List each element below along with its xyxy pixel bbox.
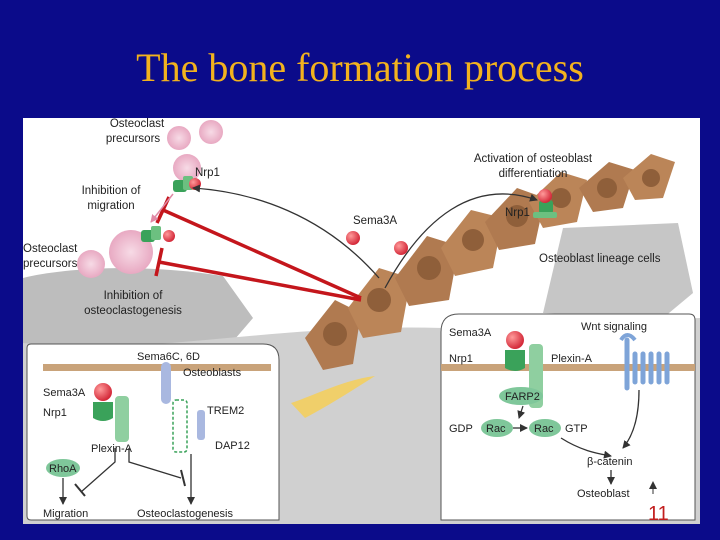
wnt-to-beta-catenin-arrow bbox=[622, 389, 640, 449]
activation-arc-right bbox=[384, 193, 538, 289]
inhibition-of-osteoclastogenesis-arrow bbox=[154, 247, 362, 302]
nrp1-right-inset bbox=[505, 350, 525, 371]
osteoblast-lineage-cells bbox=[305, 154, 675, 370]
rhoa-protein bbox=[46, 459, 80, 477]
bone-matrix-left bbox=[23, 268, 253, 353]
label-dap12: DAP12 bbox=[215, 440, 250, 452]
plexin-inhibits-rhoa-bar bbox=[74, 483, 86, 497]
migration-arrow bbox=[150, 193, 174, 223]
label-nrp1-left: Nrp1 bbox=[43, 407, 67, 419]
dap12-adaptor bbox=[197, 410, 205, 440]
label-wnt-signaling: Wnt signaling bbox=[581, 321, 647, 333]
rac-to-beta-catenin-arrow bbox=[560, 437, 612, 459]
label-gdp: GDP bbox=[449, 423, 473, 435]
farp2-protein bbox=[499, 387, 543, 405]
label-osteoclastogenesis: Osteoclastogenesis bbox=[137, 508, 233, 520]
right-membrane bbox=[441, 364, 695, 371]
label-beta-catenin: β-catenin bbox=[587, 456, 632, 468]
nrp1-receptor-right bbox=[533, 189, 557, 218]
label-sema3a-main: Sema3A bbox=[353, 215, 397, 227]
label-nrp1-right-inset: Nrp1 bbox=[449, 353, 473, 365]
nrp1-left-inset bbox=[93, 402, 113, 421]
label-sema6c-6d: Sema6C, 6D bbox=[137, 351, 200, 363]
label-sema3a-left: Sema3A bbox=[43, 387, 86, 399]
label-rhoa: RhoA bbox=[49, 463, 77, 475]
rac-gdp bbox=[481, 419, 513, 437]
sema3a-ligand-1 bbox=[346, 231, 360, 245]
label-plexin-a-right: Plexin-A bbox=[551, 353, 593, 365]
left-membrane bbox=[43, 364, 271, 371]
label-farp2: FARP2 bbox=[505, 391, 540, 403]
label-trem2: TREM2 bbox=[207, 405, 244, 417]
wnt-ligand bbox=[619, 333, 637, 342]
plexin-inhibits-trem2-bar bbox=[180, 469, 186, 487]
nrp1-receptor-left bbox=[141, 226, 175, 242]
sema3a-ligand-2 bbox=[394, 241, 408, 255]
page-number: 11 bbox=[648, 503, 669, 525]
wnt-frizzled-receptor bbox=[624, 337, 670, 391]
osteoclast-precursor-cells-left bbox=[77, 230, 153, 278]
slide-title: The bone formation process bbox=[136, 45, 584, 90]
plexin-a-left-inset bbox=[115, 396, 129, 442]
sema3a-left-inset bbox=[94, 383, 112, 401]
plexin-inhibits-rhoa-line bbox=[80, 448, 116, 493]
label-migration: Migration bbox=[43, 508, 88, 520]
plexin-inhibits-trem2-line bbox=[128, 448, 182, 479]
label-osteoblasts: Osteoblasts bbox=[183, 367, 242, 379]
label-nrp1-top: Nrp1 bbox=[195, 167, 220, 179]
osteoclast-precursor-cells-top bbox=[167, 120, 223, 182]
label-gtp: GTP bbox=[565, 423, 588, 435]
label-rac-left: Rac bbox=[486, 423, 506, 435]
sema6-ligand bbox=[161, 362, 171, 404]
trem2-receptor bbox=[172, 399, 188, 453]
bone-crack-decoration bbox=[291, 376, 375, 418]
rac-gtp bbox=[529, 419, 561, 437]
bone-matrix-right bbox=[543, 223, 693, 318]
label-osteoblast: Osteoblast bbox=[577, 488, 630, 500]
sema3a-right-inset bbox=[506, 331, 524, 349]
activation-arc-left bbox=[192, 184, 380, 279]
label-rac-right: Rac bbox=[534, 423, 554, 435]
nrp1-receptor-top bbox=[173, 176, 201, 192]
label-plexin-a-left: Plexin-A bbox=[91, 443, 133, 455]
right-inset-panel: Sema3A Nrp1 Plexin-A Wnt signaling FARP2… bbox=[440, 313, 696, 521]
farp2-to-rac-arrow bbox=[517, 405, 526, 419]
label-osteoblast-lineage-cells: Osteoblast lineage cells bbox=[539, 253, 661, 265]
label-sema3a-right: Sema3A bbox=[449, 327, 492, 339]
label-nrp1-right: Nrp1 bbox=[505, 207, 530, 219]
left-inset-panel: Sema6C, 6D Osteoblasts Sema3A Nrp1 TREM2… bbox=[26, 343, 280, 521]
